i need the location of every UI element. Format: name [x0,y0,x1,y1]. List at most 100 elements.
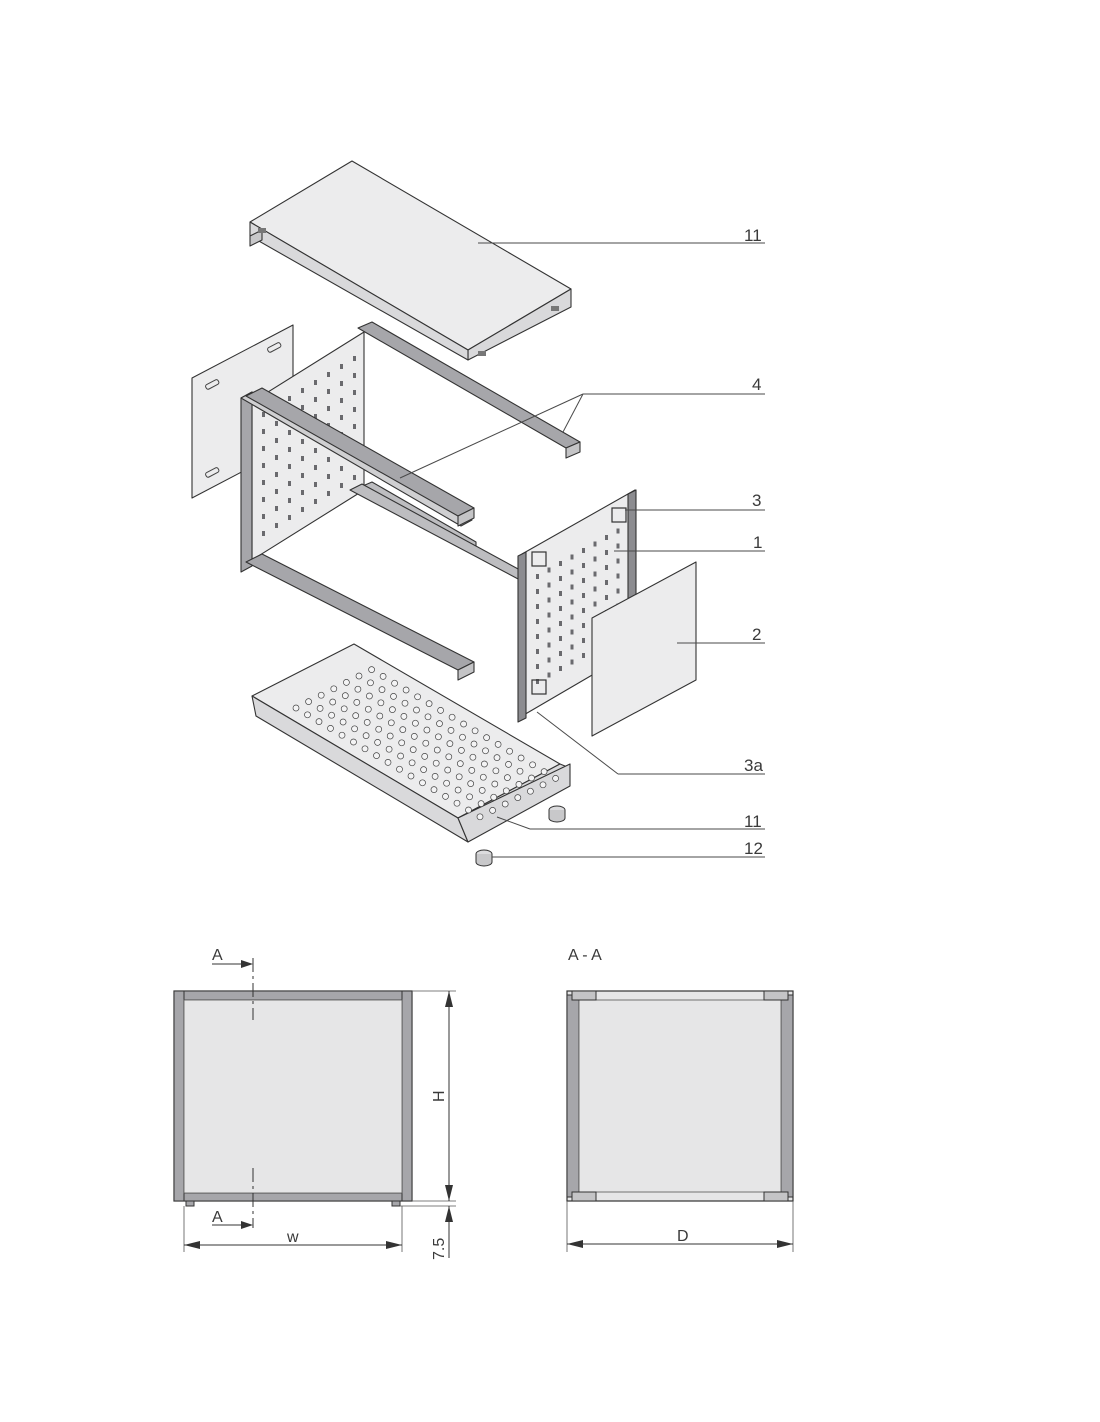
perforation-hole [275,489,278,494]
perforation-hole [262,429,265,434]
ventilation-hole [353,699,361,706]
ventilation-hole [400,713,408,720]
ventilation-hole [328,711,335,719]
ventilation-hole [397,752,404,760]
perforation-hole [570,614,574,620]
ventilation-hole [364,705,372,713]
callout-feet: 12 [744,839,763,858]
foot-height-dimension: 7.5 [431,1238,448,1260]
ventilation-hole [465,806,472,814]
ventilation-hole [528,774,535,782]
ventilation-hole [424,713,432,721]
bottom-cover [251,643,571,843]
perforation-hole [340,398,343,403]
ventilation-hole [340,705,348,713]
perforation-hole [616,573,620,579]
perforation-hole [559,651,562,656]
ventilation-hole [479,773,487,781]
perforation-hole [340,364,343,369]
ventilation-hole [390,693,397,700]
ventilation-hole [377,699,385,707]
ventilation-hole [527,787,534,795]
perforation-hole [262,531,265,536]
perforation-hole [301,473,304,478]
ventilation-hole [425,700,433,707]
ventilation-hole [363,719,371,726]
main-frame [240,321,581,681]
perforation-hole [593,601,597,607]
ventilation-hole [432,759,440,767]
callout-side-frame-top: 3 [752,491,761,510]
ventilation-hole [329,698,337,706]
section-title: A - A [568,947,602,964]
perforation-hole [582,623,585,628]
perforation-hole [353,424,356,429]
perforation-hole [301,456,304,461]
callout-side-frame: 1 [753,533,762,552]
perforation-hole [275,438,278,443]
ventilation-hole [421,753,429,760]
perforation-hole [275,421,278,426]
perforation-hole [570,644,574,650]
perforation-hole [570,554,574,560]
ventilation-hole [446,740,454,747]
perforation-hole [536,619,539,624]
perforation-hole [353,356,356,361]
right-side-panel [591,561,697,737]
perforation-hole [582,593,585,598]
front-view: A A w H 7.5 [173,947,456,1260]
ventilation-hole [490,793,498,801]
perforation-hole [353,475,356,480]
perforation-hole [275,472,278,477]
perforation-hole [314,380,317,385]
perforation-hole [314,414,317,419]
ventilation-hole [502,787,510,795]
ventilation-hole [478,787,486,794]
ventilation-hole [389,706,396,713]
ventilation-hole [387,719,395,727]
perforation-hole [262,412,265,417]
ventilation-hole [412,719,419,727]
ventilation-hole [292,704,300,712]
perforation-hole [547,657,551,663]
perforation-hole [353,390,356,395]
perforation-hole [547,612,551,618]
ventilation-hole [409,746,417,753]
ventilation-hole [458,747,465,754]
perforation-hole [547,672,551,678]
ventilation-hole [341,692,349,699]
ventilation-hole [435,733,442,741]
ventilation-hole [540,768,548,775]
perforation-hole [582,563,585,568]
feet [475,805,566,867]
section-view: A - A D [566,947,794,1252]
perforation-hole [559,666,562,671]
ventilation-hole [378,686,386,693]
ventilation-hole [437,707,444,714]
perforation-hole [314,499,317,504]
ventilation-hole [456,760,464,767]
ventilation-hole [477,800,485,807]
ventilation-hole [367,679,374,687]
perforation-hole [327,491,330,496]
ventilation-hole [304,711,311,719]
perforation-hole [314,397,317,402]
ventilation-hole [420,766,427,773]
perforation-hole [353,373,356,378]
ventilation-hole [504,774,511,781]
perforation-hole [262,446,265,451]
perforation-hole [288,481,291,486]
ventilation-hole [376,712,384,720]
perforation-hole [327,457,330,462]
ventilation-hole [351,725,358,733]
perforation-hole [275,506,278,511]
ventilation-hole [481,760,488,768]
ventilation-hole [517,754,525,762]
depth-dimension: D [677,1228,689,1245]
ventilation-hole [375,725,383,733]
perforation-hole [616,528,620,534]
section-mark-top: A [212,947,223,964]
ventilation-hole [422,739,430,747]
perforation-hole [301,388,304,393]
ventilation-hole [339,718,347,726]
